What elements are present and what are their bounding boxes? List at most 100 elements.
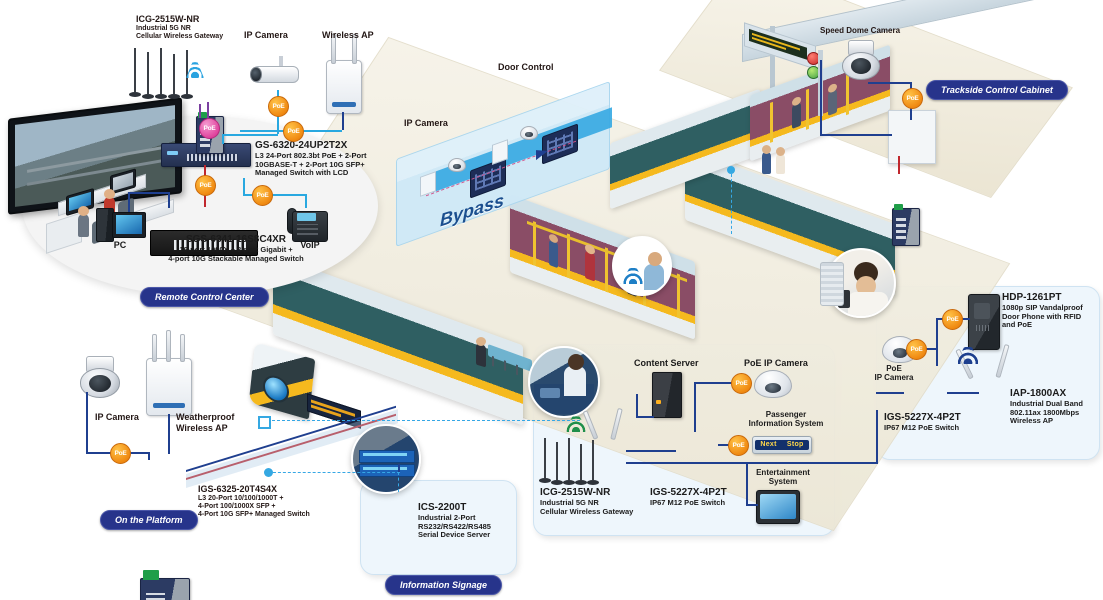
link-rp-trunk-h xyxy=(876,392,904,394)
intercom-station-wall xyxy=(820,262,844,306)
platform-ap-ant-1 xyxy=(152,334,157,362)
platform-ap-ant-3 xyxy=(180,334,185,362)
device-voip-phone[interactable] xyxy=(286,206,328,242)
poe-badge-rp-door: PoE xyxy=(942,309,963,330)
label-icg-2515w-nr-top: ICG-2515W-NR Industrial 5G NR Cellular W… xyxy=(136,14,224,40)
label-poe-ip-camera-right: PoE IP Camera xyxy=(874,364,914,383)
wifi-dot-train xyxy=(727,166,735,174)
link-tos-ent-v xyxy=(746,462,748,504)
device-platform-ptz-camera[interactable] xyxy=(76,356,122,400)
device-pc-monitor[interactable] xyxy=(112,212,146,238)
poe-badge-trackside: PoE xyxy=(902,88,923,109)
device-content-server[interactable] xyxy=(652,372,682,418)
label-content-server: Content Server xyxy=(634,358,699,368)
device-weatherproof-ap[interactable] xyxy=(146,358,192,416)
link-trackside-gantry-v xyxy=(820,60,822,112)
dash-train-to-ics-h xyxy=(268,472,400,473)
link-rp-cam-v xyxy=(936,348,938,366)
label-iap-1800ax: IAP-1800AX Industrial Dual Band 802.11ax… xyxy=(1010,388,1083,426)
operator-1-head xyxy=(104,189,115,199)
link-sgs-to-pc-v xyxy=(128,192,130,212)
device-poe-ip-camera-train[interactable] xyxy=(754,370,792,398)
antenna-array xyxy=(129,48,198,104)
link-tos-trunk-up xyxy=(876,410,878,464)
wifi-dashed-v xyxy=(731,174,732,234)
seated-passenger-head xyxy=(476,337,486,346)
signage-photo-bubble xyxy=(351,424,421,494)
label-gs-6320: GS-6320-24UP2T2X L3 24-Port 802.3bt PoE … xyxy=(255,140,367,178)
pill-on-the-platform: On the Platform xyxy=(100,510,198,530)
device-hdp-1261pt[interactable] xyxy=(968,294,1000,350)
device-sgs-6341-16s8c4xr[interactable] xyxy=(150,230,258,256)
dash-node-train xyxy=(264,468,273,477)
waiting-passengers xyxy=(760,140,800,180)
label-igs-5227x-right: IGS-5227X-4P2T IP67 M12 PoE Switch xyxy=(884,412,961,432)
device-igs-6325-platform[interactable] xyxy=(140,570,190,600)
pis-text-left: Next xyxy=(760,441,777,449)
poe-badge-ap-top: PoE xyxy=(283,121,304,142)
wifi-passenger-bubble xyxy=(612,236,672,296)
dash-train-top-h xyxy=(262,420,580,421)
poe-badge-voip: PoE xyxy=(252,185,273,206)
label-entertainment-system: Entertainment System xyxy=(756,468,810,487)
link-platform-cam-v2 xyxy=(148,452,150,460)
poe-badge-platform-cam: PoE xyxy=(110,443,131,464)
poe-badge-tos-pis: PoE xyxy=(728,435,749,456)
pis-text-right: Stop xyxy=(786,441,804,449)
label-callout-ip-camera: IP Camera xyxy=(404,118,448,128)
label-platform-ip-camera: IP Camera xyxy=(95,412,139,422)
link-tos-server-v xyxy=(636,394,638,416)
ap-antenna-top-right xyxy=(352,34,357,64)
device-wireless-ap-top[interactable] xyxy=(326,60,362,114)
link-switch-up xyxy=(222,134,224,144)
link-platform-to-backbone xyxy=(398,464,400,472)
link-sgs-to-pc-h xyxy=(128,192,168,194)
link-trackside-cam-h xyxy=(868,82,912,84)
label-icg-2515w-nr-train: ICG-2515W-NR Industrial 5G NR Cellular W… xyxy=(540,487,634,516)
callout-dome-camera-2[interactable] xyxy=(520,126,538,140)
link-sgs-to-voip-h xyxy=(243,194,305,196)
operator-2-head xyxy=(78,206,89,216)
pill-remote-control-center: Remote Control Center xyxy=(140,287,269,307)
label-weatherproof-ap: Weatherproof Wireless AP xyxy=(176,412,235,433)
driver-photo-bubble xyxy=(528,346,600,418)
callout-dome-camera-1[interactable] xyxy=(448,158,466,172)
label-ics-2200t: ICS-2200T Industrial 2-Port RS232/RS422/… xyxy=(418,502,491,540)
link-rp-door-v xyxy=(936,318,938,348)
label-voip: VoIP xyxy=(300,240,320,250)
link-voip-v xyxy=(305,194,307,208)
poe-badge-rp-cam: PoE xyxy=(906,339,927,360)
link-platform-ap-v xyxy=(168,414,170,454)
device-passenger-information-system[interactable]: Next Stop xyxy=(752,436,812,454)
poe-badge-mid: PoE xyxy=(195,175,216,196)
link-rp-iap-h xyxy=(947,392,979,394)
device-speed-dome-camera[interactable] xyxy=(838,40,882,82)
seated-passenger xyxy=(476,342,486,368)
link-camera-to-switch xyxy=(222,134,278,136)
operator-2 xyxy=(78,214,89,237)
link-tos-ent-h2 xyxy=(746,504,758,506)
link-tos-server-h xyxy=(636,416,654,418)
pill-information-signage: Information Signage xyxy=(385,575,503,595)
label-poe-ip-camera-train: PoE IP Camera xyxy=(744,358,808,368)
link-sgs-right-v xyxy=(243,178,245,194)
device-ip-camera-bullet-top[interactable] xyxy=(250,56,304,90)
dash-train-to-ics xyxy=(398,472,399,492)
label-hdp-1261pt: HDP-1261PT 1080p SIP Vandalproof Door Ph… xyxy=(1002,292,1083,330)
train-antenna-array xyxy=(539,438,602,488)
canopy-support-post xyxy=(770,26,775,90)
label-passenger-information-system: Passenger Information System xyxy=(748,410,824,429)
platform-ap-ant-2 xyxy=(166,330,171,362)
device-trackside-switch[interactable] xyxy=(892,203,920,246)
label-wireless-ap-top: Wireless AP xyxy=(322,30,374,40)
label-pc: PC xyxy=(113,240,127,250)
dash-node-train-top xyxy=(258,416,271,429)
link-platform-cam-v xyxy=(86,392,88,452)
bypass-callout: Bypass xyxy=(396,81,646,247)
pill-trackside-control-cabinet: Trackside Control Cabinet xyxy=(926,80,1068,100)
link-trackside-gantry-v2 xyxy=(820,112,822,136)
link-trackside-red xyxy=(898,156,900,174)
device-entertainment-system[interactable] xyxy=(756,490,800,524)
link-tos-cam-v xyxy=(694,382,696,432)
